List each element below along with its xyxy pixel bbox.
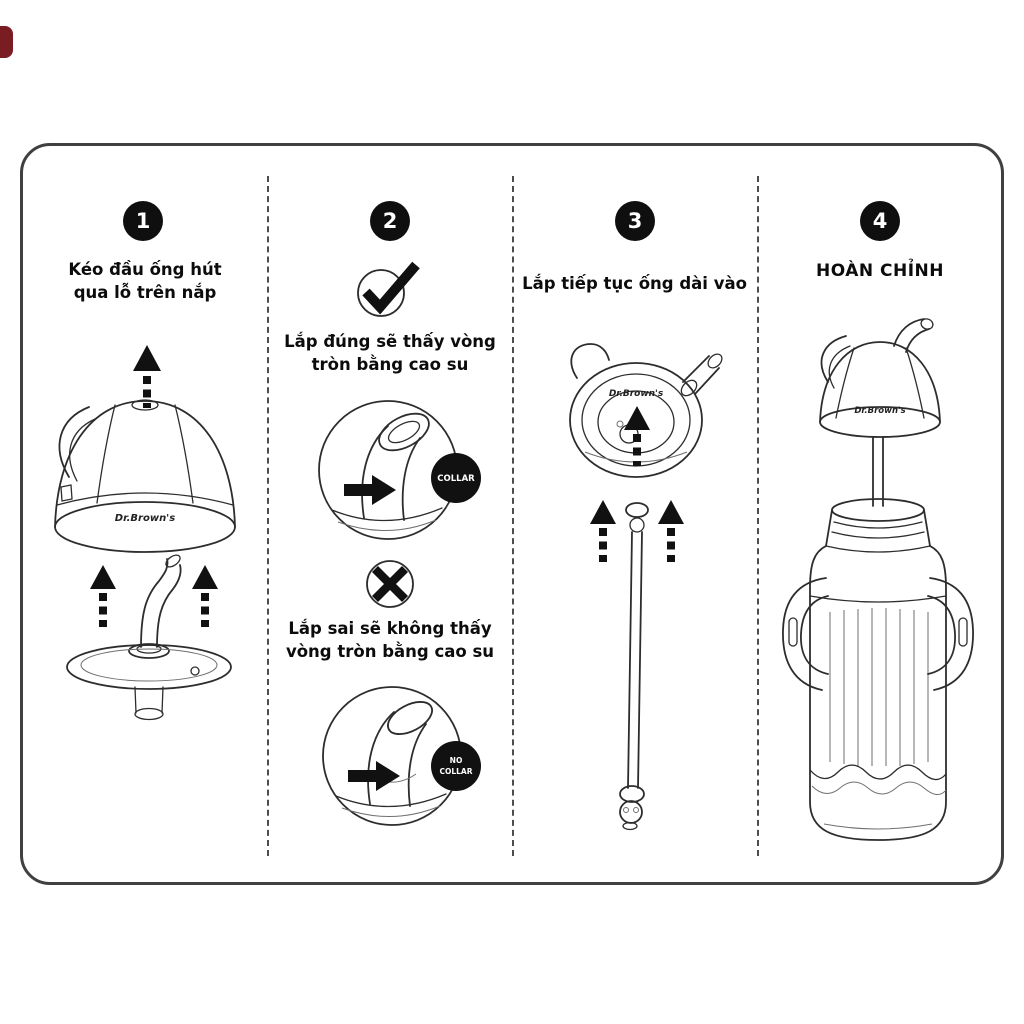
step4-title: HOÀN CHỈNH (780, 260, 980, 283)
step1-title: Kéo đầu ống hút qua lỗ trên nắp (35, 258, 255, 304)
straw-valve-drawing (66, 554, 232, 721)
bottle-body-drawing (809, 545, 947, 841)
column-separator (512, 176, 514, 856)
sippy-lid-drawing: Dr.Brown's (54, 399, 236, 553)
bottle-handles-drawing (782, 577, 974, 691)
step3-title-line1: Lắp tiếp tục ống dài vào (522, 274, 747, 293)
step2-wrong-line1: Lắp sai sẽ không thấy (288, 619, 492, 638)
dashed-arrow-up-icon (658, 500, 684, 562)
step2-wrong-line2: vòng tròn bằng cao su (285, 642, 495, 661)
dashed-arrow-up-icon (90, 565, 116, 627)
magnifier-correct-view: COLLAR (318, 400, 481, 540)
no-collar-badge-line1: NO (450, 756, 463, 765)
no-collar-badge (431, 741, 481, 791)
step3-illustration: Dr.Brown's (569, 343, 723, 831)
step2-correct-caption: Lắp đúng sẽ thấy vòng tròn bằng cao su (280, 330, 500, 376)
brand-logo-text: Dr.Brown's (854, 406, 905, 416)
column-separator (267, 176, 269, 856)
dashed-arrow-up-icon (192, 565, 218, 627)
straw-and-neck-drawing (825, 436, 931, 547)
bottle-lid-drawing: Dr.Brown's (819, 318, 941, 438)
pointer-arrow-icon (348, 761, 400, 791)
step4-title-line1: HOÀN CHỈNH (815, 261, 944, 281)
panel-frame (20, 143, 1004, 885)
step2-wrong-caption: Lắp sai sẽ không thấy vòng tròn bằng cao… (275, 617, 505, 663)
brand-logo-text: Dr.Brown's (115, 513, 175, 524)
step2-number-badge: 2 (370, 201, 410, 241)
no-collar-badge-line2: COLLAR (439, 767, 472, 776)
dashed-arrow-up-icon (590, 500, 616, 562)
step1-number-badge: 1 (123, 201, 163, 241)
dashed-arrow-up-icon (624, 406, 650, 466)
cross-icon (366, 560, 414, 608)
column-separator (757, 176, 759, 856)
collar-badge (431, 453, 481, 503)
step2-correct-line1: Lắp đúng sẽ thấy vòng (284, 332, 496, 351)
step1-title-line1: Kéo đầu ống hút (68, 260, 222, 279)
lid-top-view-drawing: Dr.Brown's (569, 343, 723, 478)
magnifier-wrong-view: NO COLLAR (322, 686, 481, 826)
edge-watermark-fragment (0, 26, 13, 58)
collar-badge-label: COLLAR (437, 474, 475, 484)
step4-number-badge: 4 (860, 201, 900, 241)
step3-title: Lắp tiếp tục ống dài vào (512, 272, 757, 295)
dashed-arrow-up-icon (133, 345, 161, 408)
step3-number-badge: 3 (615, 201, 655, 241)
check-icon (357, 261, 420, 317)
step1-title-line2: qua lỗ trên nắp (73, 283, 217, 302)
step1-illustration: Dr.Brown's (54, 345, 236, 721)
long-straw-tube-drawing (619, 502, 649, 831)
step2-correct-line2: tròn bằng cao su (311, 355, 469, 374)
brand-logo-text: Dr.Brown's (609, 389, 664, 399)
pointer-arrow-icon (344, 475, 396, 505)
step4-illustration: Dr.Brown's (782, 318, 974, 841)
